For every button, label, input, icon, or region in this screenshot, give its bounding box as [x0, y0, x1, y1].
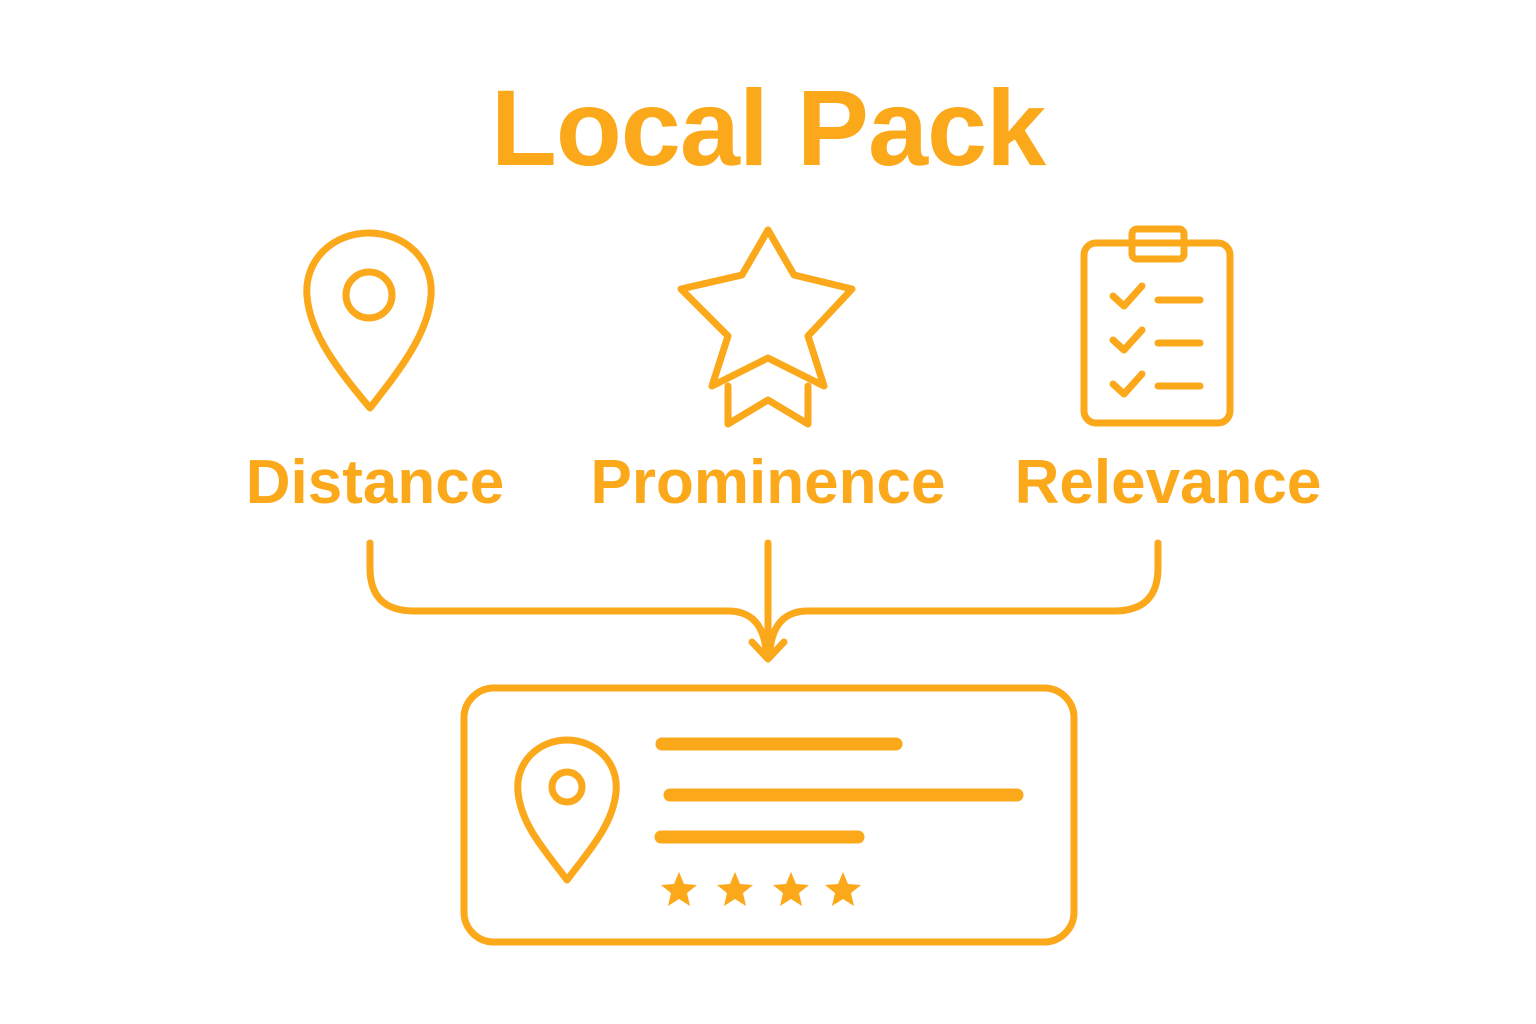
rating-stars — [661, 872, 861, 906]
arrowhead-icon — [748, 638, 788, 663]
factor-label-relevance: Relevance — [1014, 448, 1322, 517]
factor-label-prominence: Prominence — [590, 448, 946, 517]
star-icon — [661, 872, 697, 906]
result-card — [460, 684, 1078, 946]
star-icon — [773, 872, 809, 906]
map-pin-icon — [303, 229, 435, 412]
result-text-lines — [654, 737, 1024, 844]
star-award-icon — [677, 226, 856, 428]
map-pin-icon — [514, 736, 620, 884]
star-icon — [825, 872, 861, 906]
connector-relevance — [766, 539, 1162, 654]
factor-label-distance: Distance — [245, 448, 505, 517]
star-icon — [717, 872, 753, 906]
connector-distance — [366, 539, 770, 654]
connector-arrows — [366, 539, 1162, 663]
diagram-title: Local Pack — [490, 67, 1046, 188]
clipboard-checklist-icon — [1080, 225, 1234, 427]
